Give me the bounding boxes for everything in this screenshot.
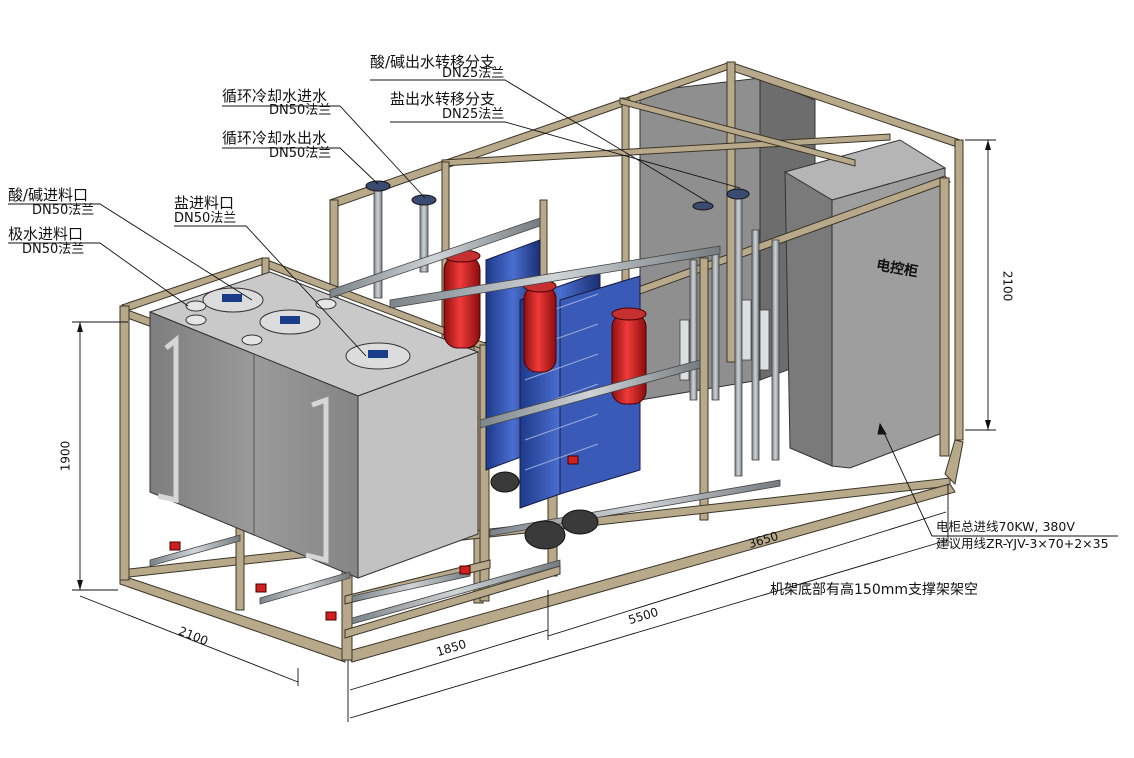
storage-tank [148, 271, 480, 579]
callout-acid-out-title: 酸/碱出水转移分支 [370, 53, 496, 71]
pumps [490, 471, 599, 550]
electric-cabinet [783, 139, 947, 469]
leader-lines [8, 79, 1118, 537]
flanges [365, 180, 750, 211]
base-support-note: 机架底部有高150mm支撑架架空 [770, 582, 978, 598]
callout-acid-in-spec: DN50法兰 [32, 203, 95, 218]
callout-salt-out-title: 盐出水转移分支 [390, 90, 496, 108]
callout-acid-in-title: 酸/碱进料口 [8, 186, 89, 204]
callout-polar-in-title: 极水进料口 [8, 225, 84, 243]
callout-cool-in-spec: DN50法兰 [269, 103, 332, 118]
dim-height-right: 2100 [1000, 270, 1015, 302]
callout-cool-out-title: 循环冷却水出水 [222, 129, 328, 147]
callout-cool-out-spec: DN50法兰 [269, 146, 332, 161]
dim-height-left: 1900 [58, 440, 73, 472]
piping [149, 187, 781, 625]
dimension-lines [72, 139, 996, 722]
callout-cool-in-title: 循环冷却水进水 [222, 87, 328, 105]
dimension-arrows [77, 140, 991, 590]
callout-salt-in-spec: DN50法兰 [174, 211, 237, 226]
valves [169, 455, 579, 621]
callout-acid-out-spec: DN25法兰 [442, 66, 505, 81]
power-spec-line2: 建议用线ZR-YJV-3×70+2×35 [936, 536, 1109, 551]
callout-polar-in-spec: DN50法兰 [22, 242, 85, 257]
power-spec-line1: 电柜总进线70KW, 380V [936, 519, 1075, 534]
callout-salt-in-title: 盐进料口 [174, 194, 235, 212]
callout-salt-out-spec: DN25法兰 [442, 107, 505, 122]
